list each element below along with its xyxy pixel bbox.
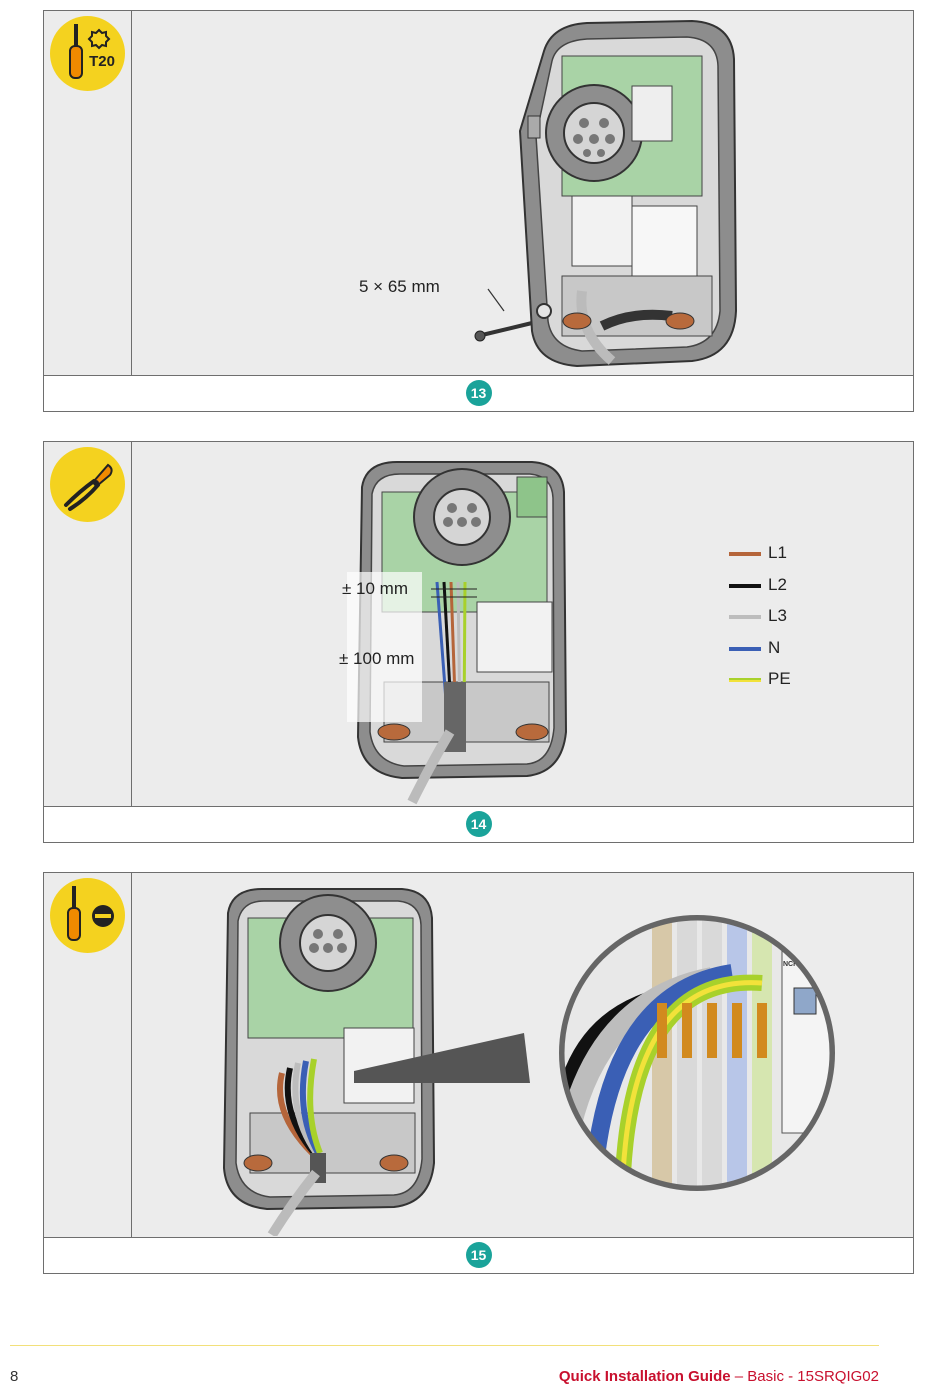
legend-swatch-l2 <box>729 583 761 588</box>
sheath-length-label: ± 100 mm <box>339 649 415 668</box>
step-number-14: 14 <box>465 810 492 837</box>
legend-swatch-l1 <box>729 552 761 556</box>
charger-open-enclosure-drawing <box>474 19 738 368</box>
legend-label-n: N <box>768 637 781 657</box>
torx-t20-screwdriver-icon: T20 <box>50 16 125 91</box>
wire-stripper-icon <box>50 447 125 522</box>
document-title: Quick Installation Guide – Basic - 15SRQ… <box>559 1368 879 1385</box>
screw-size-label: 5 × 65 mm <box>359 277 440 296</box>
step-15-footer: 15 <box>44 1236 913 1273</box>
step-15-illustration: CHIN NCH8-40M <box>132 873 913 1238</box>
step-14-panel: ± 10 mm ± 100 mm L1 L2 L3 N <box>43 441 914 843</box>
flat-screwdriver-icon <box>50 878 125 953</box>
footer-divider <box>10 1345 879 1346</box>
step-14-illustration: ± 10 mm ± 100 mm L1 L2 L3 N <box>132 442 913 806</box>
step-15-tool-column <box>44 873 132 1237</box>
legend-label-l3: L3 <box>768 606 787 625</box>
step-14-body: ± 10 mm ± 100 mm L1 L2 L3 N <box>44 442 913 807</box>
step-13-panel: T20 <box>43 10 914 412</box>
step-13-tool-column: T20 <box>44 11 132 375</box>
strip-length-label: ± 10 mm <box>342 579 409 598</box>
tool-text: T20 <box>89 53 115 70</box>
document-title-bold: Quick Installation Guide <box>558 1368 731 1385</box>
legend-label-l2: L2 <box>768 574 787 594</box>
step-13-body: T20 <box>44 11 913 376</box>
step-14-tool-column <box>44 442 132 806</box>
document-title-rest: – Basic - 15SRQIG02 <box>730 1368 879 1385</box>
legend-swatch-n <box>729 646 761 651</box>
step-15-panel: CHIN NCH8-40M 15 <box>43 872 914 1274</box>
step-number-15: 15 <box>465 1241 492 1268</box>
charger-terminal-connection-drawing: CHIN NCH8-40M <box>222 888 835 1238</box>
step-13-footer: 13 <box>44 374 913 411</box>
step-14-footer: 14 <box>44 805 913 842</box>
legend-label-l1: L1 <box>768 543 787 562</box>
charger-wiring-strip-drawing <box>347 461 568 805</box>
step-15-body: CHIN NCH8-40M <box>44 873 913 1238</box>
legend-swatch-pe <box>729 678 761 682</box>
step-13-illustration: 5 × 65 mm <box>132 11 913 375</box>
legend-swatch-l3 <box>729 615 761 619</box>
legend-label-pe: PE <box>768 669 791 688</box>
step-number-13: 13 <box>465 379 492 406</box>
page-number: 8 <box>10 1368 19 1385</box>
